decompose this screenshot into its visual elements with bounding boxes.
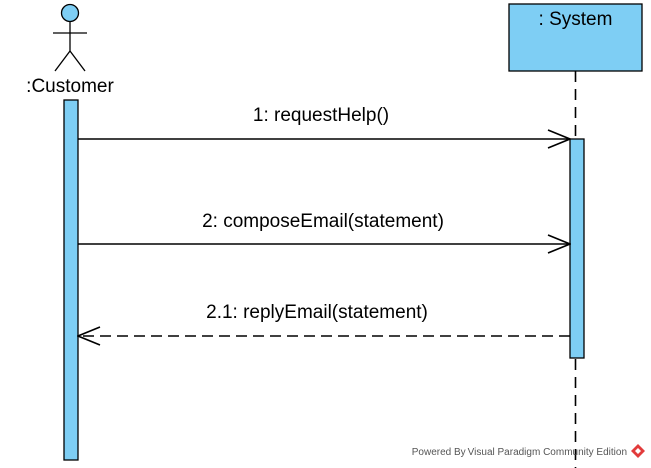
message-compose-email[interactable]: 2: composeEmail(statement) <box>78 211 570 244</box>
participant-box-system <box>508 3 643 72</box>
participant-customer[interactable]: :Customer <box>26 3 114 98</box>
participant-label-customer: :Customer <box>26 76 114 97</box>
activation-bar-system[interactable] <box>569 138 585 359</box>
message-label: 1: requestHelp() <box>253 105 389 126</box>
activation-bar-customer[interactable] <box>63 99 79 461</box>
actor-icon <box>53 3 87 72</box>
visual-paradigm-logo-icon <box>631 444 645 458</box>
message-reply-email[interactable]: 2.1: replyEmail(statement) <box>78 302 570 336</box>
message-request-help[interactable]: 1: requestHelp() <box>78 105 570 139</box>
participant-label-system: : System <box>539 9 613 30</box>
message-label: 2: composeEmail(statement) <box>202 211 444 232</box>
watermark-text: Powered By Visual Paradigm Community Edi… <box>412 447 627 458</box>
watermark: Powered By Visual Paradigm Community Edi… <box>412 444 645 458</box>
message-label: 2.1: replyEmail(statement) <box>206 302 428 323</box>
participant-system[interactable]: : System <box>508 3 643 72</box>
